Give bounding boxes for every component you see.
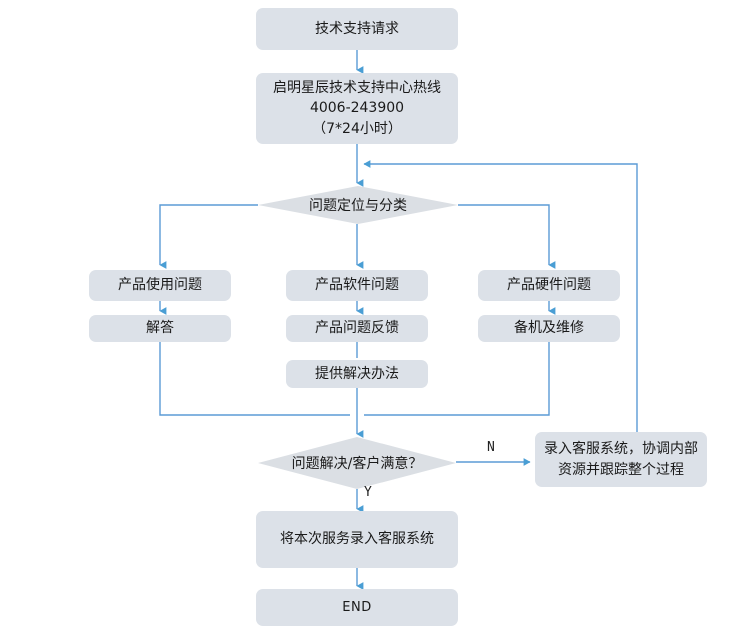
node-provide-solution[interactable]: 提供解决办法 [286,360,428,388]
edge-label-yes: Y [364,485,372,500]
node-product-problem-feedback[interactable]: 产品问题反馈 [286,315,428,342]
node-label-line1: 启明星辰技术支持中心热线 [273,80,441,97]
node-product-usage-issue[interactable]: 产品使用问题 [89,270,231,301]
edge-triage-to-usage [159,204,258,269]
node-spare-and-repair[interactable]: 备机及维修 [478,315,620,342]
edge-label-no: N [487,440,495,455]
node-label: 问题定位与分类 [309,198,407,214]
node-log-service-record[interactable]: 将本次服务录入客服系统 [256,511,458,568]
node-label-line2: 资源并跟踪整个过程 [558,461,684,478]
node-label: 产品问题反馈 [315,320,399,337]
node-answer[interactable]: 解答 [89,315,231,342]
node-label: 备机及维修 [514,320,584,337]
node-technical-support-request[interactable]: 技术支持请求 [256,8,458,50]
node-label: END [342,600,372,615]
node-escalate-to-service-system[interactable]: 录入客服系统，协调内部 资源并跟踪整个过程 [535,432,707,487]
node-support-hotline[interactable]: 启明星辰技术支持中心热线 4006-243900 （7*24小时） [256,73,458,144]
edge-repair-to-merge [364,341,550,416]
node-label-line2: 4006-243900 [309,100,405,117]
node-label: 产品软件问题 [315,277,399,294]
node-label-line1: 录入客服系统，协调内部 [544,441,698,458]
node-label: 技术支持请求 [315,20,399,37]
node-end[interactable]: END [256,589,458,626]
edge-answer-to-merge [159,341,350,416]
node-label: 问题解决/客户满意？ [291,456,423,472]
node-product-hardware-issue[interactable]: 产品硬件问题 [478,270,620,301]
node-product-software-issue[interactable]: 产品软件问题 [286,270,428,301]
node-label: 产品硬件问题 [507,277,591,294]
node-label: 产品使用问题 [118,277,202,294]
edge-triage-to-hardware [458,204,556,269]
node-label-line3: （7*24小时） [312,120,402,137]
node-resolved-satisfied-decision[interactable]: 问题解决/客户满意？ [258,437,456,489]
node-label: 解答 [146,320,174,337]
node-label: 将本次服务录入客服系统 [280,531,434,548]
node-problem-triage-decision[interactable]: 问题定位与分类 [258,186,458,224]
node-label: 提供解决办法 [315,365,399,382]
edge-escalate-feedback-loop [363,160,638,432]
